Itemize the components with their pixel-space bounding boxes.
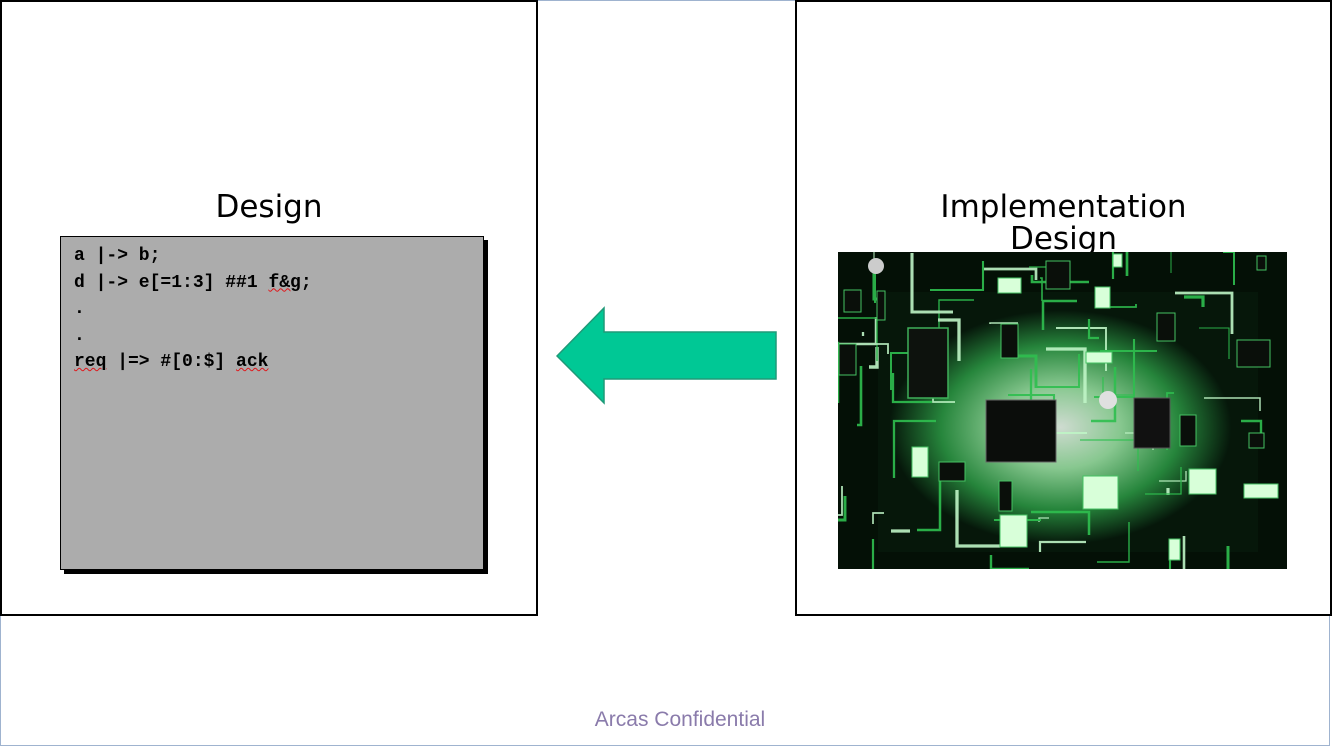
code-line: req |=> #[0:$] ack: [74, 349, 483, 376]
code-token: .: [74, 325, 85, 346]
code-token: a |-> b;: [74, 246, 161, 266]
code-line: d |-> e[=1:3] ##1 f&g;: [74, 270, 483, 297]
code-token: d |-> e[=1:3] ##1: [74, 272, 269, 293]
implementation-title-line2: Design: [1009, 221, 1118, 257]
code-line: a |-> b;: [74, 243, 483, 270]
code-token-misspelled: ack: [236, 352, 269, 372]
implementation-title: Implementation Design: [797, 190, 1330, 256]
footer-confidential: Arcas Confidential: [594, 708, 766, 731]
circuit-board-image: [838, 252, 1287, 569]
code-token: |=> #[0:$]: [106, 352, 237, 372]
code-token: .: [74, 299, 85, 319]
design-title: Design: [215, 189, 323, 225]
code-box: a |-> b; d |-> e[=1:3] ##1 f&g;.. req |=> …: [60, 236, 484, 570]
code-line: .: [74, 323, 483, 350]
code-token-misspelled: req: [74, 352, 107, 372]
left-arrow-icon: [556, 306, 777, 405]
implementation-title-line1: Implementation: [940, 189, 1187, 225]
code-line: .: [74, 296, 483, 323]
design-panel: Design a |-> b; d |-> e[=1:3] ##1 f&g;.. r…: [0, 0, 538, 616]
code-token-misspelled: f&g: [268, 272, 301, 293]
code-token: ;: [300, 272, 312, 293]
